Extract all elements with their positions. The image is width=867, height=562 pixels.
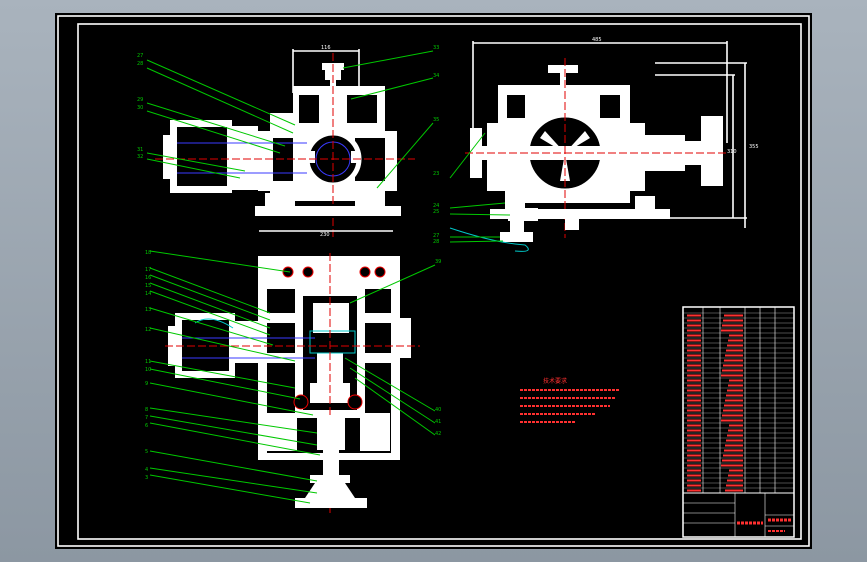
svg-text:41: 41 bbox=[435, 419, 441, 425]
svg-text:24: 24 bbox=[433, 203, 439, 209]
technical-notes: 技术要求 bbox=[520, 377, 620, 423]
section-view: 18 17 16 15 14 13 12 11 10 9 8 7 6 5 4 3… bbox=[145, 250, 441, 513]
svg-text:5: 5 bbox=[145, 449, 148, 455]
svg-text:15: 15 bbox=[145, 283, 151, 289]
front-view: 116 230 27 bbox=[137, 45, 439, 238]
svg-text:25: 25 bbox=[433, 209, 439, 215]
svg-text:32: 32 bbox=[137, 154, 143, 160]
side-view: 485 355 310 2 bbox=[433, 37, 759, 252]
svg-text:18: 18 bbox=[145, 250, 151, 256]
svg-text:3: 3 bbox=[145, 475, 148, 481]
svg-text:4: 4 bbox=[145, 467, 148, 473]
svg-text:27: 27 bbox=[137, 53, 143, 59]
dim-side-width: 485 bbox=[592, 37, 602, 43]
parts-list-table bbox=[682, 306, 795, 538]
svg-text:39: 39 bbox=[435, 259, 441, 265]
assembly-drawing: 116 230 27 bbox=[57, 15, 810, 547]
sheet-inner-border bbox=[77, 23, 802, 540]
svg-text:16: 16 bbox=[145, 275, 151, 281]
svg-text:30: 30 bbox=[137, 105, 143, 111]
notes-heading: 技术要求 bbox=[543, 377, 567, 385]
cad-viewport[interactable]: 116 230 27 bbox=[55, 13, 812, 549]
svg-text:34: 34 bbox=[433, 73, 439, 79]
svg-text:10: 10 bbox=[145, 367, 151, 373]
svg-text:28: 28 bbox=[433, 239, 439, 245]
dim-side-height: 355 bbox=[749, 144, 759, 150]
dim-top-width: 116 bbox=[321, 45, 331, 51]
dim-base-width: 230 bbox=[320, 232, 330, 238]
svg-text:35: 35 bbox=[433, 117, 439, 123]
svg-text:42: 42 bbox=[435, 431, 441, 437]
svg-text:33: 33 bbox=[433, 45, 439, 51]
svg-text:27: 27 bbox=[433, 233, 439, 239]
svg-text:40: 40 bbox=[435, 407, 441, 413]
svg-text:29: 29 bbox=[137, 97, 143, 103]
dim-side-height-inner: 310 bbox=[727, 149, 737, 155]
svg-text:6: 6 bbox=[145, 423, 148, 429]
svg-text:13: 13 bbox=[145, 307, 151, 313]
sheet-outer-border bbox=[57, 15, 810, 547]
svg-text:28: 28 bbox=[137, 61, 143, 67]
svg-text:31: 31 bbox=[137, 147, 143, 153]
svg-text:14: 14 bbox=[145, 291, 151, 297]
svg-text:23: 23 bbox=[433, 171, 439, 177]
svg-text:9: 9 bbox=[145, 381, 148, 387]
svg-text:17: 17 bbox=[145, 267, 151, 273]
svg-text:8: 8 bbox=[145, 407, 148, 413]
svg-text:11: 11 bbox=[145, 359, 151, 365]
svg-text:7: 7 bbox=[145, 415, 148, 421]
svg-text:12: 12 bbox=[145, 327, 151, 333]
